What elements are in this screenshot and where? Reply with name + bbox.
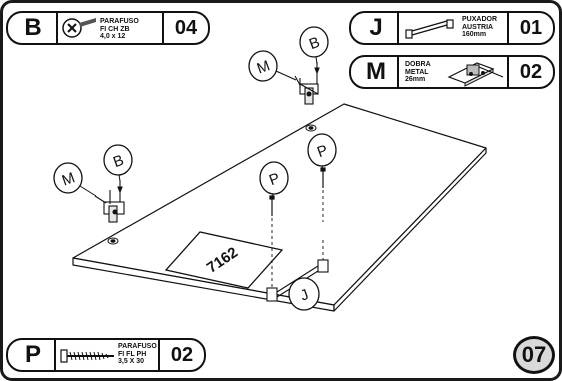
part-p-label: P PARAFUSO FI FL PH 3,5 X 30 02	[6, 338, 206, 372]
part-j-letter: J	[369, 14, 383, 41]
callout-b-top: B	[299, 26, 329, 65]
svg-text:M: M	[255, 57, 273, 77]
panel-holes	[107, 124, 317, 245]
callout-b-left: B	[103, 144, 133, 182]
part-j-desc: PUXADOR AUSTRIA 160mm	[462, 16, 498, 39]
metal-bracket-icon	[447, 62, 504, 87]
board-panel	[72, 103, 487, 312]
part-j-label: J PUXADOR AUSTRIA 160mm 01	[349, 11, 555, 45]
callout-p-right: P	[307, 133, 337, 171]
callout-j-handle: J	[288, 277, 320, 311]
part-b-letter: B	[24, 14, 42, 41]
svg-text:M: M	[60, 169, 78, 189]
part-m-quantity: 02	[519, 61, 543, 83]
callout-p-left: P	[259, 161, 289, 199]
part-m-desc: DOBRA METAL 26mm	[405, 61, 431, 84]
screw-head-icon	[62, 18, 96, 38]
part-p-letter: P	[24, 341, 41, 368]
long-screw-icon	[60, 349, 114, 363]
callout-m-left: M	[53, 162, 97, 197]
part-p-desc: PARAFUSO FI FL PH 3,5 X 30	[118, 343, 157, 366]
part-j-quantity: 01	[519, 17, 543, 39]
part-p-quantity: 02	[170, 344, 194, 366]
bracket-top	[294, 62, 320, 105]
part-m-label: M DOBRA METAL 26mm 02	[349, 55, 555, 89]
panel-code-label: 7162	[164, 231, 284, 289]
part-b-label: B PARAFUSO FI CH ZB 4,0 x 12 04	[6, 11, 210, 45]
part-b-desc: PARAFUSO FI CH ZB 4,0 x 12	[100, 18, 139, 41]
part-m-letter: M	[366, 58, 386, 85]
bracket-left	[94, 180, 125, 223]
part-b-quantity: 04	[174, 17, 198, 39]
bar-handle-icon	[405, 19, 454, 39]
callout-m-top: M	[248, 50, 297, 82]
step-number-badge: 07	[513, 336, 555, 374]
